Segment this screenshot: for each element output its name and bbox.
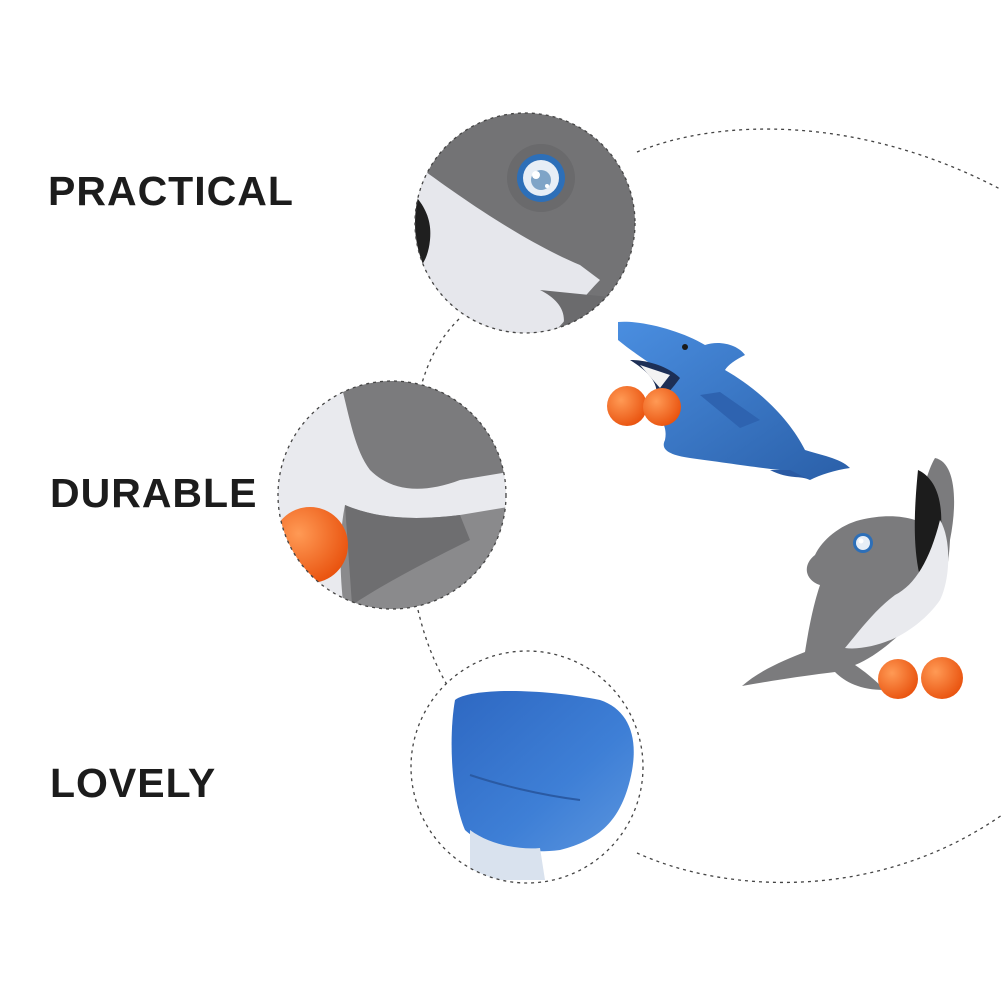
shark-launcher <box>618 321 850 480</box>
ball-icon <box>921 657 963 699</box>
dolphin-launcher <box>742 458 955 690</box>
dashed-outline <box>636 814 1002 884</box>
zoom-circle-durable <box>277 380 507 610</box>
dashed-outline <box>636 128 1002 191</box>
feature-label-practical: PRACTICAL <box>48 168 294 214</box>
feature-label-lovely: LOVELY <box>50 760 217 806</box>
dashed-connector <box>419 318 460 391</box>
zoom-circle-lovely <box>410 650 644 884</box>
ball-icon <box>878 659 918 699</box>
dashed-connector <box>417 609 451 691</box>
ball-icon <box>607 386 647 426</box>
feature-label-durable: DURABLE <box>50 470 258 516</box>
ball-icon <box>643 388 681 426</box>
zoom-circle-practical <box>414 112 636 334</box>
